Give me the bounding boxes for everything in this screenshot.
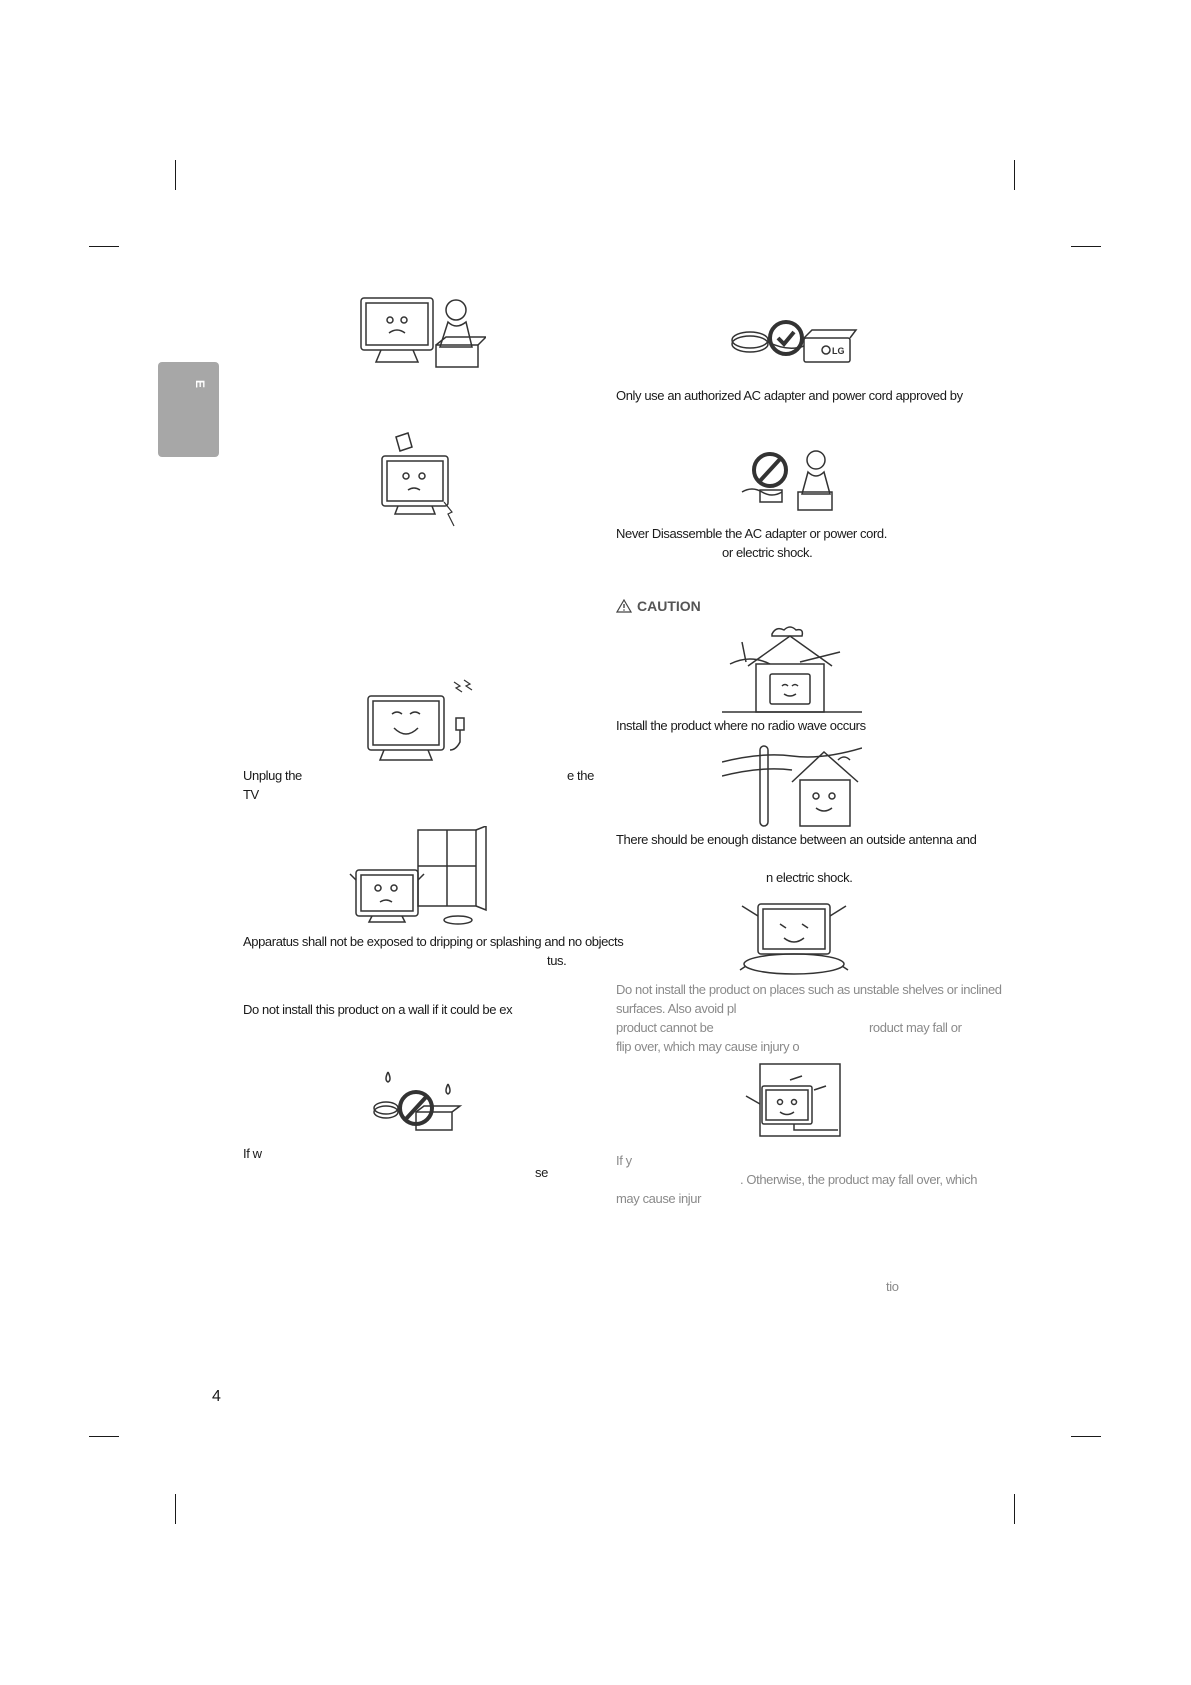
- wall-mount-text-2: . Otherwise, the product may fall over, …: [740, 1172, 978, 1187]
- wall-mount-text-3: may cause injur: [616, 1191, 702, 1206]
- antenna-text-2: n electric shock.: [766, 870, 853, 885]
- caution-label: CAUTION: [637, 598, 701, 614]
- language-tab-letter: E: [193, 379, 208, 389]
- crop-mark: [175, 1494, 176, 1524]
- if-water-text: If w: [243, 1146, 262, 1161]
- unstable-text-1: Do not install the product on places suc…: [616, 982, 1002, 997]
- crop-mark: [89, 1436, 119, 1437]
- antenna-text: There should be enough distance between …: [616, 832, 977, 847]
- apparatus-text-2: tus.: [547, 953, 567, 968]
- caution-heading: CAUTION: [616, 598, 701, 614]
- unstable-text-3a: product cannot be: [616, 1020, 714, 1035]
- tv-window-rain-illustration: [348, 826, 492, 930]
- never-disassemble-illustration: [740, 446, 840, 518]
- authorized-adapter-illustration: LG: [728, 310, 858, 380]
- if-water-text-2: se: [535, 1165, 548, 1180]
- crop-mark: [1071, 1436, 1101, 1437]
- tv-unplug-illustration: [364, 678, 474, 764]
- unstable-text-3b: roduct may fall or: [869, 1020, 962, 1035]
- crop-mark: [89, 246, 119, 247]
- wall-mount-text-1: If y: [616, 1153, 632, 1168]
- house-powerline-illustration: [722, 742, 862, 828]
- unstable-shelf-illustration: [736, 896, 852, 980]
- unplug-text-b: e the: [567, 768, 594, 783]
- warning-triangle-icon: [616, 599, 632, 613]
- crop-mark: [1071, 246, 1101, 247]
- unstable-text-4: flip over, which may cause injury o: [616, 1039, 800, 1054]
- unplug-text-c: TV: [243, 787, 259, 802]
- adapter-brand-logo: LG: [832, 346, 845, 356]
- wall-text: Do not install this product on a wall if…: [243, 1002, 513, 1017]
- disassemble-text-2: or electric shock.: [722, 545, 813, 560]
- unplug-text-a: Unplug the: [243, 768, 302, 783]
- adapter-text: Only use an authorized AC adapter and po…: [616, 388, 963, 403]
- language-tab: [158, 362, 219, 457]
- adapter-water-prohibited-illustration: [370, 1068, 466, 1140]
- crop-mark: [1014, 1494, 1015, 1524]
- crop-mark: [1014, 160, 1015, 190]
- disassemble-text: Never Disassemble the AC adapter or powe…: [616, 526, 887, 541]
- page-number: 4: [212, 1388, 221, 1405]
- crop-mark: [175, 160, 176, 190]
- fragment-text: tio: [886, 1279, 899, 1294]
- radio-wave-text: Install the product where no radio wave …: [616, 718, 866, 733]
- house-antenna-illustration: [722, 624, 862, 714]
- apparatus-text: Apparatus shall not be exposed to drippi…: [243, 934, 624, 949]
- tv-object-falling-illustration: [378, 432, 462, 528]
- wall-mount-tv-illustration: [744, 1060, 844, 1144]
- tv-pressing-illustration: [356, 290, 486, 380]
- unstable-text-2: surfaces. Also avoid pl: [616, 1001, 737, 1016]
